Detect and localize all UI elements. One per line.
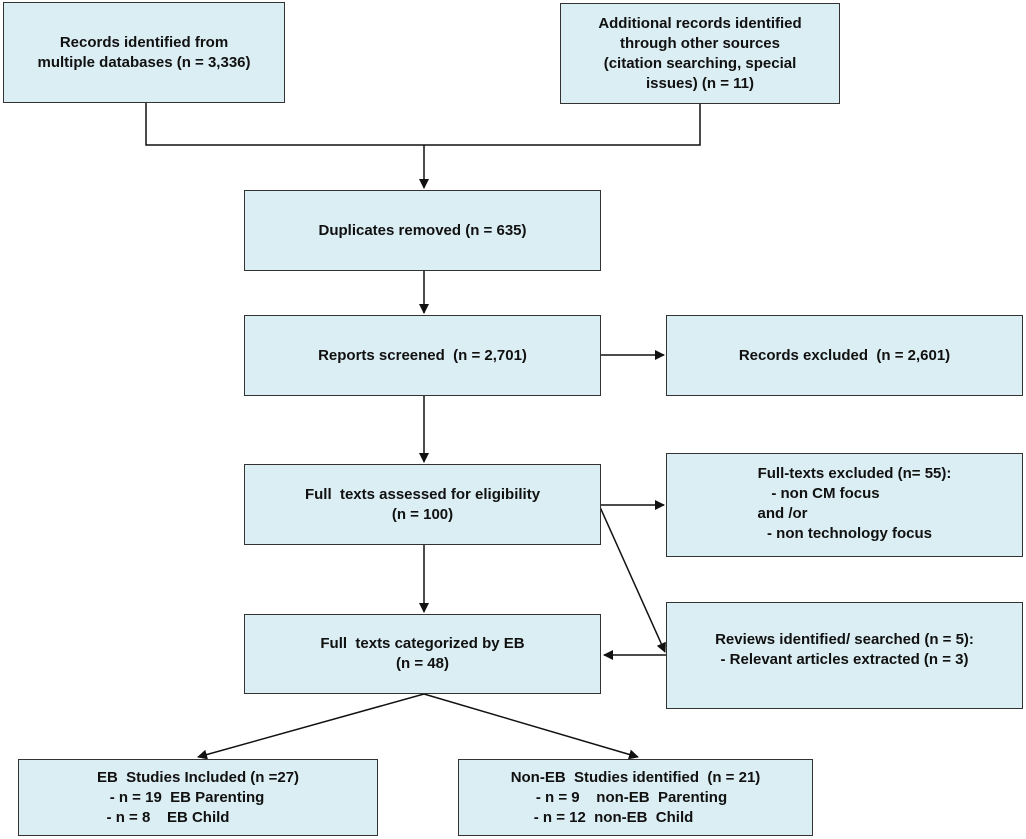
additional-records-box: Additional records identified through ot… — [560, 3, 840, 104]
eb-studies-included-box: EB Studies Included (n =27) - n = 19 EB … — [18, 759, 378, 836]
records-excluded-box: Records excluded (n = 2,601) — [666, 315, 1023, 396]
records-identified-box: Records identified from multiple databas… — [3, 2, 285, 103]
box-text: Duplicates removed (n = 635) — [318, 221, 527, 239]
box-text: Records identified from — [59, 33, 229, 51]
box-text: (citation searching, special — [603, 54, 797, 72]
reviews-identified-box: Reviews identified/ searched (n = 5): - … — [666, 602, 1023, 709]
box-text: Full texts assessed for eligibility — [304, 485, 541, 503]
box-text: through other sources — [619, 34, 780, 52]
box-text: - n = 19 EB Parenting — [109, 788, 265, 806]
box-text: Non-EB Studies identified (n = 21) — [510, 768, 761, 786]
box-text: - n = 8 EB Child — [106, 808, 230, 826]
reports-screened-box: Reports screened (n = 2,701) — [244, 315, 601, 396]
box-text: (n = 100) — [391, 505, 454, 523]
box-text: - non technology focus — [767, 525, 932, 542]
non-eb-studies-box: Non-EB Studies identified (n = 21) - n =… — [458, 759, 813, 836]
box-text: - n = 12 non-EB Child — [533, 808, 694, 826]
arrow-to-eb-included — [197, 693, 425, 760]
arrow-to-non-eb — [423, 693, 639, 760]
box-text: (n = 48) — [396, 655, 449, 672]
arrow-to-reviews — [599, 506, 666, 653]
box-text: Reviews identified/ searched (n = 5): — [715, 631, 974, 648]
box-text: - n = 9 non-EB Parenting — [535, 788, 728, 806]
box-text: and /or — [757, 505, 808, 522]
box-text: Records excluded (n = 2,601) — [738, 346, 951, 364]
duplicates-removed-box: Duplicates removed (n = 635) — [244, 190, 601, 271]
box-text: EB Studies Included (n =27) — [96, 768, 300, 786]
box-text: Additional records identified — [598, 14, 802, 32]
full-texts-assessed-box: Full texts assessed for eligibility (n =… — [244, 464, 601, 545]
box-text: Reports screened (n = 2,701) — [318, 346, 527, 364]
box-text: - Relevant articles extracted (n = 3) — [720, 651, 969, 668]
full-texts-categorized-box: Full texts categorized by EB (n = 48) — [244, 614, 601, 694]
box-text: Full texts categorized by EB — [320, 635, 525, 652]
merge-line — [145, 103, 701, 146]
box-text: multiple databases (n = 3,336) — [37, 53, 251, 71]
box-text: - non CM focus — [771, 485, 880, 502]
box-text: issues) (n = 11) — [646, 74, 754, 92]
box-text: Full-texts excluded (n= 55): — [757, 465, 952, 482]
full-texts-excluded-box: Full-texts excluded (n= 55): - non CM fo… — [666, 453, 1023, 557]
